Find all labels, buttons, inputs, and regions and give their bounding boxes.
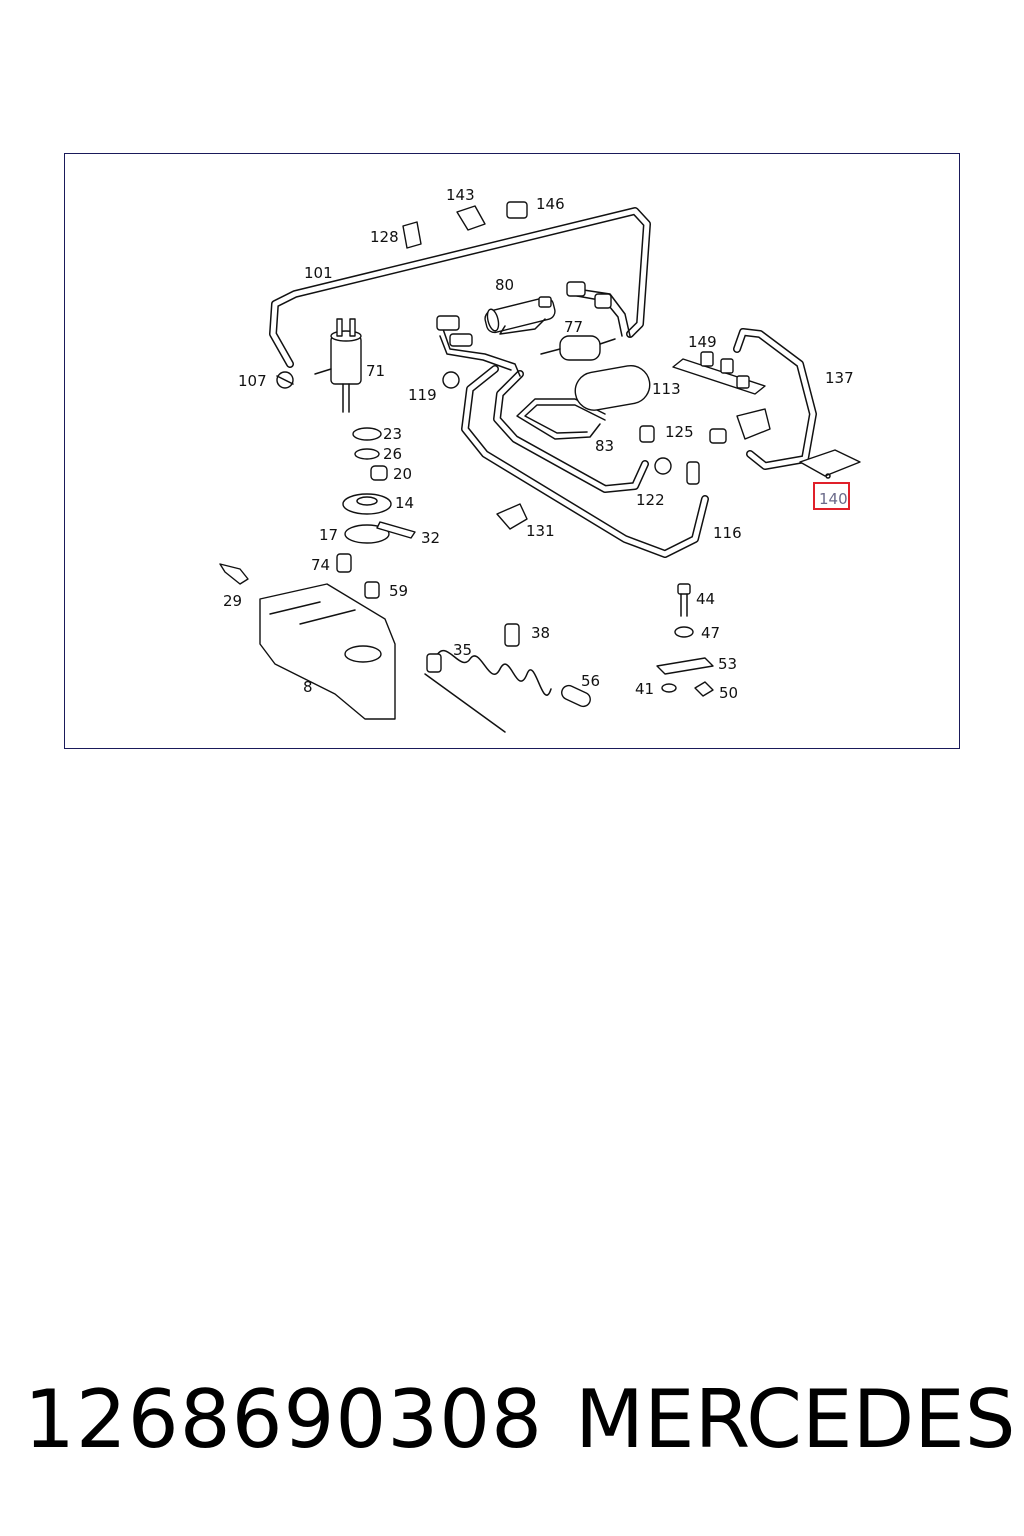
callout-23: 23: [383, 425, 402, 443]
part-146-clip: [506, 201, 528, 219]
callout-8: 8: [303, 678, 313, 696]
callout-32: 32: [421, 529, 440, 547]
part-38-sensor: [504, 623, 520, 647]
part-41-washer: [661, 683, 677, 693]
part-140-bracket: [799, 449, 861, 479]
callout-38: 38: [531, 624, 550, 642]
hose-116: [461, 365, 709, 558]
callout-131: 131: [526, 522, 555, 540]
part-14-flange: [342, 493, 392, 515]
part-number: 1268690308: [24, 1373, 543, 1466]
part-119-clamp: [442, 371, 460, 389]
hose-137: [733, 328, 817, 470]
callout-14: 14: [395, 494, 414, 512]
callout-59: 59: [389, 582, 408, 600]
callout-143: 143: [446, 186, 475, 204]
part-valve-right: [709, 408, 771, 444]
part-32-strip: [376, 521, 416, 539]
part-77-filter: [540, 335, 616, 361]
callout-137: 137: [825, 369, 854, 387]
connector-top-hose: [566, 281, 631, 337]
part-26-gasket: [354, 448, 380, 460]
part-116-connector: [686, 461, 700, 485]
callout-83: 83: [595, 437, 614, 455]
callout-47: 47: [701, 624, 720, 642]
callout-41: 41: [635, 680, 654, 698]
part-125-clamp: [639, 425, 672, 475]
part-113-accumulator: [574, 365, 651, 411]
part-59-clip: [364, 581, 380, 599]
part-29-pin: [219, 563, 249, 585]
callout-122: 122: [636, 491, 665, 509]
callout-128: 128: [370, 228, 399, 246]
brand-name: MERCEDES: [575, 1373, 1016, 1466]
callout-53: 53: [718, 655, 737, 673]
highlight-box-140: [813, 482, 850, 510]
part-44-bolt: [677, 583, 691, 617]
part-17-seal: [344, 524, 390, 544]
callout-140: 140: [819, 490, 848, 508]
diagram-svg: 143 146 128 101 80 77 149 137 107 71 119…: [219, 186, 861, 733]
part-74-plug: [336, 553, 352, 573]
callout-107: 107: [238, 372, 267, 390]
part-20-grommet: [370, 465, 388, 481]
callout-71: 71: [366, 362, 385, 380]
callout-125: 125: [665, 423, 694, 441]
callout-labels: 143 146 128 101 80 77 149 137 107 71 119…: [223, 186, 854, 702]
part-35-coil: [424, 650, 552, 733]
part-71-pump: [314, 318, 362, 413]
callout-56: 56: [581, 672, 600, 690]
part-143-bracket: [456, 205, 486, 231]
hose-122: [493, 370, 649, 493]
part-23-cap: [352, 427, 382, 441]
callout-77: 77: [564, 318, 583, 336]
callout-116: 116: [713, 524, 742, 542]
callout-149: 149: [688, 333, 717, 351]
parts-diagram: 143 146 128 101 80 77 149 137 107 71 119…: [64, 153, 960, 749]
callout-119: 119: [408, 386, 437, 404]
part-53-plate: [656, 657, 714, 675]
callout-113: 113: [652, 380, 681, 398]
part-149-bracket: [672, 351, 766, 395]
part-80-fuel-pump: [436, 296, 556, 347]
part-131-bracket: [496, 503, 528, 530]
part-8-tank: [259, 583, 396, 720]
part-47-washer: [674, 626, 694, 638]
callout-74: 74: [311, 556, 330, 574]
part-107-clamp: [276, 371, 294, 389]
callout-80: 80: [495, 276, 514, 294]
callout-44: 44: [696, 590, 715, 608]
callout-17: 17: [319, 526, 338, 544]
callout-29: 29: [223, 592, 242, 610]
part-128-clip: [402, 221, 422, 249]
callout-101: 101: [304, 264, 333, 282]
callout-146: 146: [536, 195, 565, 213]
part-50-nut: [694, 681, 714, 697]
hose-101: [269, 207, 651, 368]
hose-119-line: [439, 328, 521, 377]
callout-20: 20: [393, 465, 412, 483]
hose-83: [516, 398, 606, 440]
callout-26: 26: [383, 445, 402, 463]
callout-50: 50: [719, 684, 738, 702]
callout-35: 35: [453, 641, 472, 659]
part-56-sleeve: [561, 684, 591, 708]
caption-bar: 1268690308 MERCEDES: [0, 1365, 1024, 1475]
